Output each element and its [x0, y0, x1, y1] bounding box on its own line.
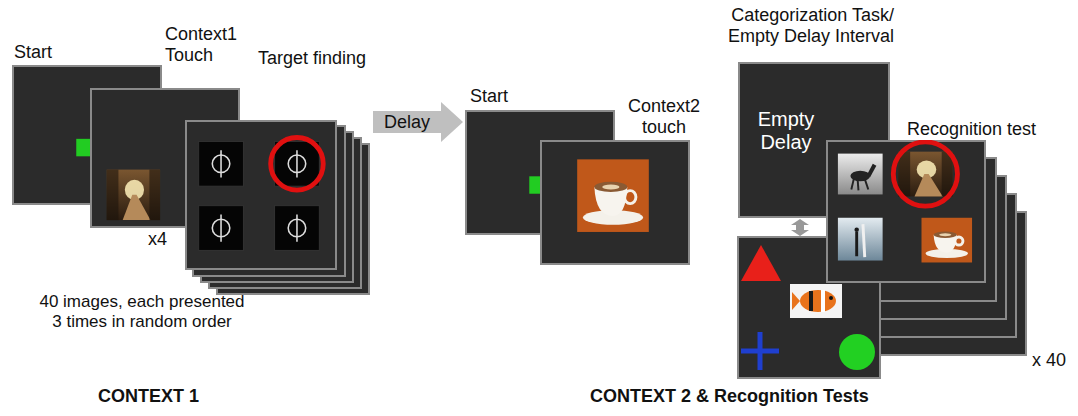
- note-label: CONTEXT 1: [98, 386, 199, 407]
- note-label: x 40: [1032, 350, 1066, 371]
- screen-text-holder: Empty Delay: [746, 108, 826, 154]
- coffee-foam: [939, 233, 951, 236]
- screen-heading-holder: Recognition test: [907, 119, 1036, 140]
- surf-board: [863, 224, 865, 257]
- screen-heading: Context1 Touch: [165, 24, 255, 65]
- selection-circle: [271, 138, 324, 191]
- target-tile: [199, 141, 244, 186]
- screen-heading: Target finding: [258, 48, 366, 69]
- horse-image: [838, 154, 883, 195]
- note-label: 40 images, each presented 3 times in ran…: [36, 292, 248, 331]
- double-arrow: [791, 219, 809, 236]
- surfer-body: [855, 232, 858, 256]
- screen-text: Empty Delay: [746, 108, 826, 154]
- forest-path: [914, 174, 942, 196]
- phi-symbol: [296, 214, 298, 241]
- selection-circle: [893, 142, 957, 206]
- phi-symbol: [220, 150, 222, 177]
- forest-image: [107, 170, 160, 221]
- screen-heading: Start: [14, 42, 52, 63]
- note-label-holder: 40 images, each presented 3 times in ran…: [36, 292, 248, 331]
- note-label-holder: CONTEXT 1: [98, 386, 199, 407]
- horse-leg: [865, 179, 869, 190]
- fish-tail: [792, 292, 800, 310]
- edge-label: Delay: [382, 112, 432, 132]
- phi-symbol: [220, 214, 222, 241]
- coffee-foam: [602, 184, 619, 189]
- forest-trees: [107, 170, 119, 221]
- screen-art: [185, 120, 333, 266]
- coffee-drink: [594, 182, 627, 192]
- note-label-holder: CONTEXT 2 & Recognition Tests: [590, 386, 869, 407]
- fish-stripe: [821, 290, 825, 312]
- surfer-head: [854, 228, 858, 232]
- screen-heading: Start: [470, 86, 508, 107]
- target-tile: [275, 141, 320, 186]
- screen-art: [540, 140, 686, 261]
- horse-neck: [867, 164, 876, 177]
- phi-symbol: [296, 150, 298, 177]
- horse-leg: [857, 179, 860, 190]
- note-label-holder: x 40: [1032, 350, 1066, 371]
- screen-heading: Categorization Task/ Empty Delay Interva…: [694, 5, 894, 46]
- fish-stripe: [809, 291, 813, 311]
- red-triangle: [741, 245, 781, 281]
- note-label: CONTEXT 2 & Recognition Tests: [590, 386, 869, 407]
- screen-heading-holder: Target finding: [258, 48, 366, 69]
- block-arrow: [373, 102, 463, 142]
- fish-body: [800, 290, 836, 312]
- forest-path: [123, 195, 151, 220]
- note-label: x4: [148, 229, 167, 250]
- screen-heading-holder: Context1 Touch: [165, 24, 255, 65]
- screen-art: [826, 140, 982, 279]
- forest-trees: [149, 170, 160, 221]
- screen-heading-holder: Context2 touch: [620, 96, 708, 137]
- target-tile: [275, 206, 320, 251]
- green-circle: [839, 334, 875, 370]
- fish-eye: [829, 296, 833, 300]
- coffee-image: [577, 159, 649, 232]
- screen-heading: Recognition test: [907, 119, 1036, 140]
- target-tile: [199, 206, 244, 251]
- screen-heading-holder: Categorization Task/ Empty Delay Interva…: [694, 5, 894, 46]
- screen-box: Target finding: [185, 120, 337, 270]
- fish-image: [790, 284, 842, 318]
- screen-heading-holder: Start: [470, 86, 508, 107]
- blue-cross: [741, 349, 779, 354]
- screen-box: Context2 touch: [540, 140, 690, 265]
- edge-label-holder: Delay: [382, 112, 432, 132]
- note-label-holder: x4: [148, 229, 167, 250]
- screen-box: Recognition test: [826, 140, 986, 283]
- surfer-image: [838, 218, 883, 261]
- screen-heading-holder: Start: [14, 42, 52, 63]
- screen-heading: Context2 touch: [620, 96, 708, 137]
- forest-image: [898, 152, 952, 197]
- coffee-drink: [934, 232, 957, 238]
- coffee-image: [921, 218, 972, 263]
- horse-leg: [851, 178, 854, 189]
